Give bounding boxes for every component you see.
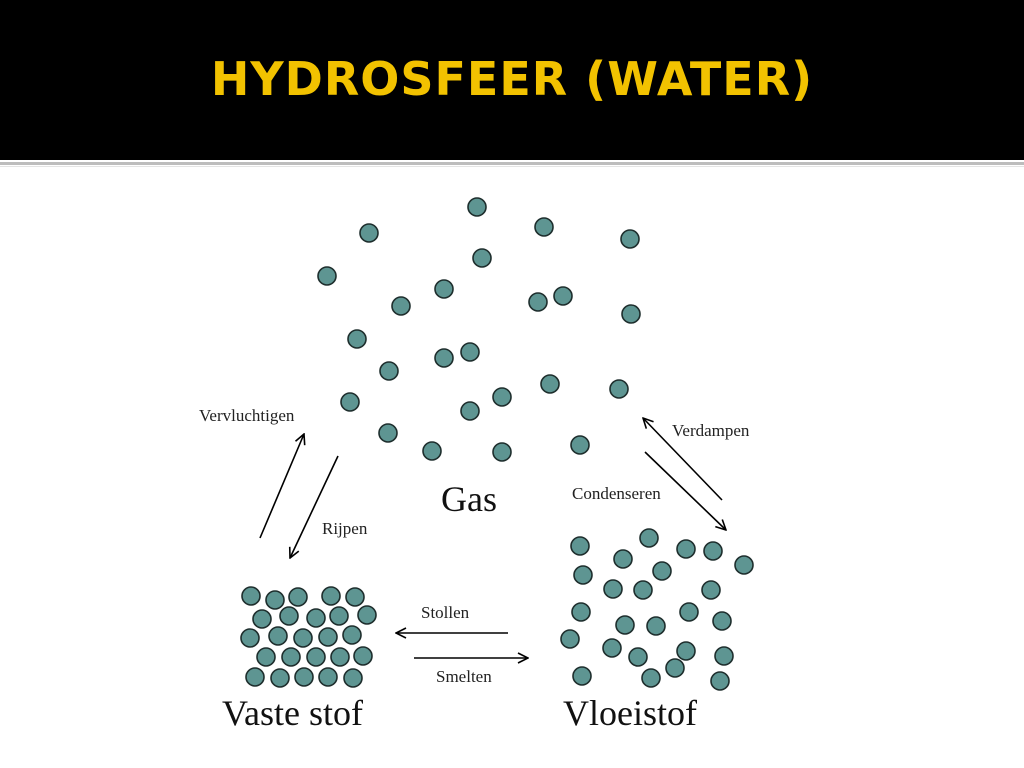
gas-particle	[570, 435, 590, 455]
arrow-evaporation	[643, 418, 723, 501]
header-divider-light	[0, 166, 1024, 167]
liquid-particle	[571, 602, 591, 622]
liquid-particle	[710, 671, 730, 691]
solid-particle	[318, 667, 338, 687]
solid-particle	[345, 587, 365, 607]
liquid-particle	[734, 555, 754, 575]
gas-particle	[472, 248, 492, 268]
label-sublimation: Vervluchtigen	[199, 406, 295, 425]
gas-particle	[492, 442, 512, 462]
label-melting: Smelten	[436, 667, 492, 686]
label-gas: Gas	[441, 479, 497, 519]
gas-particle	[340, 392, 360, 412]
liquid-particles	[560, 528, 754, 691]
solid-particle	[265, 590, 285, 610]
gas-particle	[347, 329, 367, 349]
liquid-particle	[615, 615, 635, 635]
solid-particles	[240, 586, 377, 688]
liquid-particle	[628, 647, 648, 667]
solid-particle	[330, 647, 350, 667]
liquid-particle	[701, 580, 721, 600]
gas-particle	[460, 401, 480, 421]
arrow-deposition	[290, 455, 339, 558]
liquid-particle	[573, 565, 593, 585]
liquid-particle	[714, 646, 734, 666]
solid-particle	[321, 586, 341, 606]
solid-particle	[252, 609, 272, 629]
liquid-particle	[652, 561, 672, 581]
gas-particle	[317, 266, 337, 286]
liquid-particle	[641, 668, 661, 688]
gas-particle	[553, 286, 573, 306]
label-freezing: Stollen	[421, 603, 470, 622]
solid-particle	[343, 668, 363, 688]
solid-particle	[357, 605, 377, 625]
liquid-particle	[665, 658, 685, 678]
solid-particle	[268, 626, 288, 646]
gas-particle	[460, 342, 480, 362]
solid-particle	[288, 587, 308, 607]
label-condensation: Condenseren	[572, 484, 661, 503]
solid-particle	[279, 606, 299, 626]
arrow-condensation	[644, 451, 726, 530]
gas-particle	[540, 374, 560, 394]
liquid-particle	[633, 580, 653, 600]
label-evaporation: Verdampen	[672, 421, 750, 440]
gas-particle	[391, 296, 411, 316]
solid-particle	[281, 647, 301, 667]
slide-title: HYDROSFEER (WATER)	[210, 52, 814, 106]
gas-particle	[528, 292, 548, 312]
gas-particle	[434, 279, 454, 299]
solid-particle	[353, 646, 373, 666]
solid-particle	[342, 625, 362, 645]
solid-particle	[241, 586, 261, 606]
solid-particle	[240, 628, 260, 648]
solid-particle	[306, 608, 326, 628]
gas-particle	[359, 223, 379, 243]
gas-particle	[609, 379, 629, 399]
solid-particle	[294, 667, 314, 687]
solid-particle	[245, 667, 265, 687]
solid-particle	[256, 647, 276, 667]
solid-particle	[318, 627, 338, 647]
solid-particle	[293, 628, 313, 648]
liquid-particle	[570, 536, 590, 556]
slide-header	[0, 0, 1024, 160]
liquid-particle	[712, 611, 732, 631]
gas-particle	[434, 348, 454, 368]
liquid-particle	[703, 541, 723, 561]
gas-particle	[378, 423, 398, 443]
gas-particles	[317, 197, 641, 462]
label-deposition: Rijpen	[322, 519, 368, 538]
liquid-particle	[676, 539, 696, 559]
liquid-particle	[639, 528, 659, 548]
solid-particle	[306, 647, 326, 667]
arrow-sublimation	[259, 434, 304, 539]
liquid-particle	[679, 602, 699, 622]
solid-particle	[329, 606, 349, 626]
header-divider	[0, 162, 1024, 165]
gas-particle	[492, 387, 512, 407]
liquid-particle	[602, 638, 622, 658]
solid-particle	[270, 668, 290, 688]
gas-particle	[534, 217, 554, 237]
liquid-particle	[676, 641, 696, 661]
gas-particle	[467, 197, 487, 217]
liquid-particle	[646, 616, 666, 636]
liquid-particle	[572, 666, 592, 686]
label-liquid: Vloeistof	[563, 693, 697, 733]
liquid-particle	[560, 629, 580, 649]
liquid-particle	[613, 549, 633, 569]
gas-particle	[379, 361, 399, 381]
liquid-particle	[603, 579, 623, 599]
label-solid: Vaste stof	[222, 693, 363, 733]
gas-particle	[422, 441, 442, 461]
gas-particle	[620, 229, 640, 249]
gas-particle	[621, 304, 641, 324]
